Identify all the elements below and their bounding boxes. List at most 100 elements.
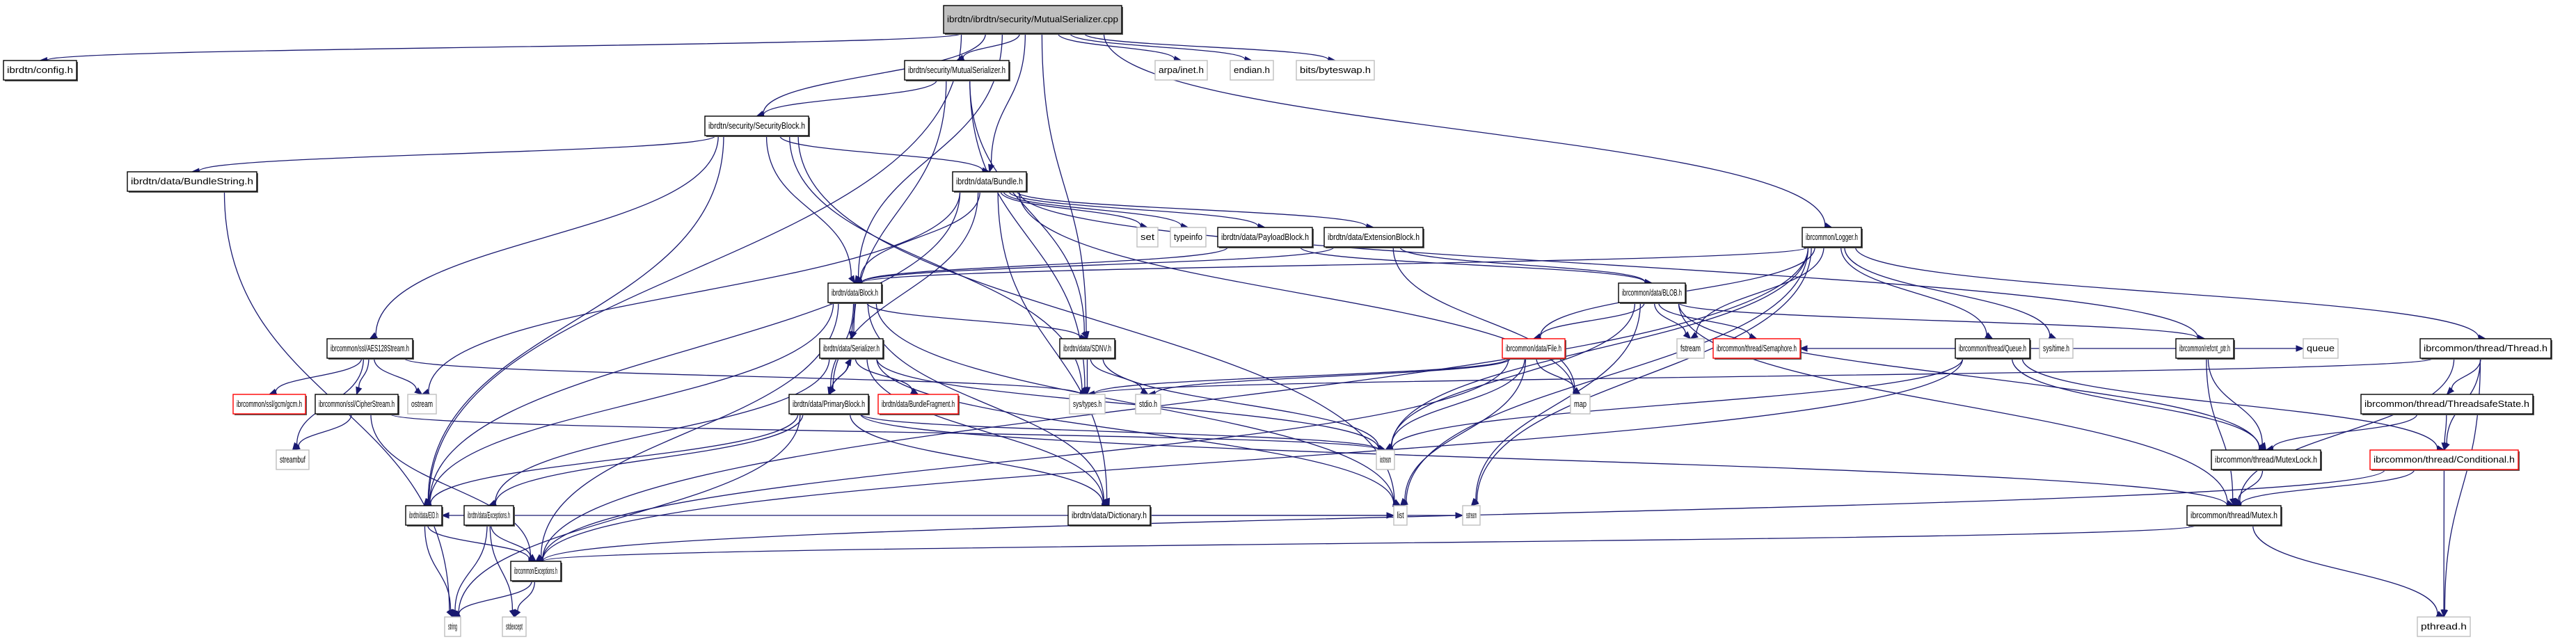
node-sdnv[interactable]: ibrdtn/data/SDNV.h: [1059, 338, 1116, 360]
node-mutex[interactable]: ibrcommon/thread/Mutex.h: [2186, 505, 2282, 527]
node-conditional[interactable]: ibrcommon/thread/Conditional.h: [2369, 449, 2520, 471]
edge-eid-to-cexceptions: [427, 524, 537, 563]
node-bundle[interactable]: ibrdtn/data/Bundle.h: [952, 171, 1028, 193]
node-box: [407, 394, 437, 415]
node-map: map: [1570, 394, 1591, 415]
node-label: typeinfo: [1174, 232, 1202, 242]
node-label: arpa/inet.h: [1159, 65, 1204, 75]
edge-conditional-to-pthread: [2440, 469, 2447, 618]
node-stdexcept: stdexcept: [502, 616, 527, 637]
node-extension[interactable]: ibrdtn/data/ExtensionBlock.h: [1323, 227, 1424, 248]
node-config[interactable]: ibrdtn/config.h: [3, 60, 78, 81]
edge-aes-to-cipher: [356, 358, 369, 396]
edge-mutex-to-pthread: [2252, 524, 2445, 618]
edge-dexceptions-to-stdexcept: [489, 524, 516, 618]
node-primary[interactable]: ibrdtn/data/PrimaryBlock.h: [788, 394, 870, 415]
node-thread[interactable]: ibrcommon/thread/Thread.h: [2419, 338, 2552, 360]
node-aes[interactable]: ibrcommon/ssl/AES128Stream.h: [326, 338, 414, 360]
arrowhead: [2259, 442, 2267, 451]
node-label: map: [1574, 399, 1587, 409]
edge-sdnv-to-systypes: [1083, 358, 1091, 396]
node-box: [2369, 449, 2519, 470]
edge-mutser_h-to-secblock: [756, 79, 937, 118]
edge-refcnt-to-mutexlock: [2207, 358, 2267, 451]
node-box: [2211, 449, 2321, 470]
node-label: sstream: [1466, 510, 1477, 520]
node-logger[interactable]: ibrcommon/Logger.h: [1802, 227, 1863, 248]
node-label: ibrcommon/Exceptions.h: [514, 565, 557, 576]
edge-tsstate-to-mutexlock: [2265, 413, 2418, 452]
node-file[interactable]: ibrcommon/data/File.h: [1502, 338, 1566, 360]
node-cexceptions[interactable]: ibrcommon/Exceptions.h: [510, 561, 562, 582]
node-cipher[interactable]: ibrcommon/ssl/CipherStream.h: [315, 394, 399, 415]
node-string: string: [444, 616, 461, 637]
node-mutexlock[interactable]: ibrcommon/thread/MutexLock.h: [2211, 449, 2322, 471]
node-refcnt[interactable]: ibrcommon/refcnt_ptr.h: [2175, 338, 2235, 360]
edge-root-to-config: [39, 33, 962, 64]
node-arpa: arpa/inet.h: [1154, 60, 1208, 81]
edge-blob-to-file: [1532, 302, 1645, 340]
node-serializer[interactable]: ibrdtn/data/Serializer.h: [819, 338, 884, 360]
edge-thread-to-tsstate: [2446, 358, 2481, 395]
node-fstream: fstream: [1676, 338, 1705, 359]
node-eid[interactable]: ibrdtn/data/EID.h: [405, 505, 443, 527]
node-semaphore[interactable]: ibrcommon/thread/Semaphore.h: [1712, 338, 1802, 360]
node-box: [943, 5, 1122, 34]
arrowhead: [1683, 331, 1692, 339]
node-fragment[interactable]: ibrdtn/data/BundleFragment.h: [877, 394, 960, 415]
node-queue-h[interactable]: ibrcommon/thread/Queue.h: [1955, 338, 2031, 360]
edge-file-to-cexceptions: [534, 358, 1509, 563]
node-box: [326, 338, 413, 359]
node-box: [1069, 394, 1106, 415]
node-secblock[interactable]: ibrdtn/security/SecurityBlock.h: [704, 115, 810, 137]
edge-blob-to-refcnt: [1678, 302, 2206, 342]
node-label: bits/byteswap.h: [1300, 65, 1371, 75]
arrowhead: [292, 443, 301, 451]
node-label: endian.h: [1234, 65, 1270, 75]
node-label: ibrcommon/data/BLOB.h: [1622, 287, 1682, 298]
edge-dexceptions-to-string: [452, 524, 488, 618]
node-bundlestring[interactable]: ibrdtn/data/BundleString.h: [127, 171, 258, 193]
node-stdio: stdio.h: [1135, 394, 1161, 415]
node-box: [1296, 60, 1375, 81]
edge-cipher-to-streambuf: [292, 413, 352, 451]
node-box: [510, 561, 562, 581]
arrowhead: [1749, 332, 1758, 339]
node-label: fstream: [1680, 343, 1701, 353]
edge-secblock-to-bundlestring: [191, 135, 716, 175]
node-box: [232, 394, 306, 415]
node-mutser-h[interactable]: ibrdtn/security/MutualSerializer.h: [904, 60, 1010, 81]
node-block[interactable]: ibrdtn/data/Block.h: [827, 282, 883, 304]
node-label: string: [448, 621, 457, 632]
node-tsstate[interactable]: ibrcommon/thread/ThreadsafeState.h: [2360, 394, 2534, 415]
arrowhead: [1799, 345, 1808, 352]
node-box: [1170, 227, 1207, 248]
node-box: [704, 115, 809, 136]
edge-logger-to-queue_h: [1840, 246, 1994, 339]
arrowhead: [1140, 387, 1150, 395]
node-box: [1955, 338, 2030, 359]
edge-logger-to-fstream: [1689, 246, 1824, 339]
node-dictionary[interactable]: ibrdtn/data/Dictionary.h: [1067, 505, 1152, 527]
node-byteswap: bits/byteswap.h: [1296, 60, 1375, 81]
node-label: ibrdtn/data/Bundle.h: [956, 176, 1023, 186]
node-dexceptions[interactable]: ibrdtn/data/Exceptions.h: [463, 505, 515, 527]
node-blob[interactable]: ibrcommon/data/BLOB.h: [1618, 282, 1687, 304]
node-box: [1323, 227, 1424, 248]
node-set: set: [1136, 227, 1159, 248]
node-box: [1230, 60, 1274, 81]
node-box: [904, 60, 1010, 81]
node-box: [1217, 227, 1313, 248]
node-label: ibrcommon/refcnt_ptr.h: [2179, 343, 2230, 353]
arrowhead: [988, 163, 995, 173]
arrowhead: [2296, 345, 2305, 352]
node-box: [2417, 616, 2471, 637]
node-payload[interactable]: ibrdtn/data/PayloadBlock.h: [1217, 227, 1314, 248]
node-gcm[interactable]: ibrcommon/ssl/gcm/gcm.h: [232, 394, 307, 415]
arrowhead: [1985, 332, 1994, 339]
node-root[interactable]: ibrdtn/ibrdtn/security/MutualSerializer.…: [943, 5, 1123, 35]
edge-cexceptions-to-stdexcept: [514, 580, 536, 618]
node-streambuf: streambuf: [276, 449, 310, 470]
node-box: [788, 394, 869, 415]
